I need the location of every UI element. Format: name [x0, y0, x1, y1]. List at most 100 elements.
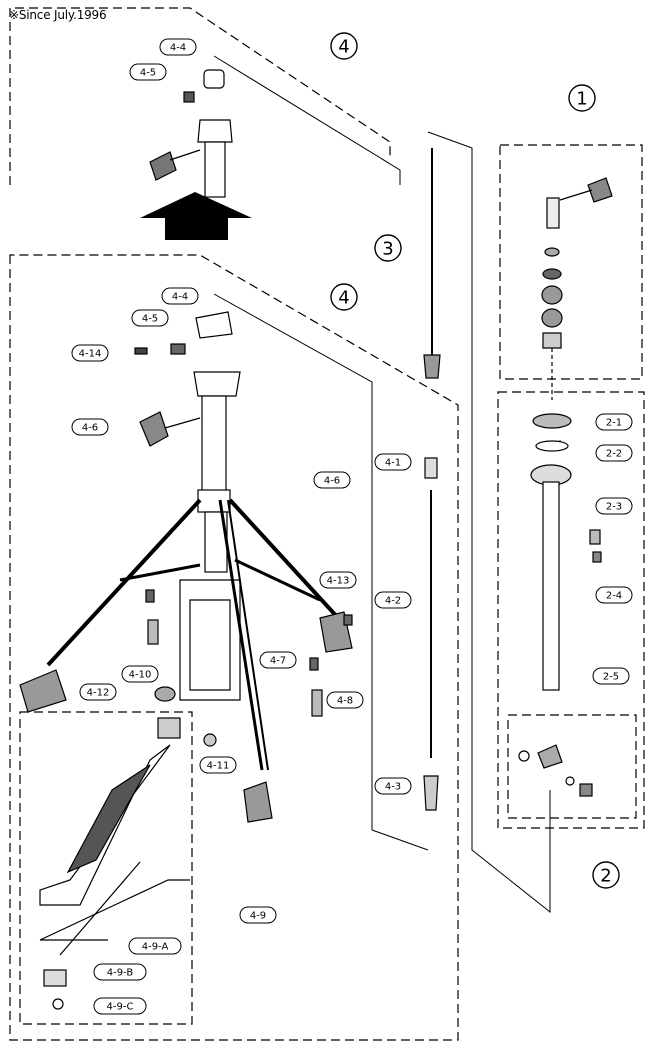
part-label-text: 4-11 — [207, 761, 230, 772]
main-stand — [19, 311, 353, 823]
assembly-number-text: 3 — [382, 239, 393, 260]
assembly-number-text: 1 — [576, 89, 587, 110]
part-label-pill — [79, 683, 117, 701]
assembly-1-parts — [541, 177, 613, 400]
assembly-number-4a: 4 — [330, 32, 358, 60]
part-label-p4-11: 4-11 — [199, 756, 237, 774]
part-label-p4-3: 4-3 — [374, 777, 412, 795]
pull-rod — [423, 148, 441, 811]
part-label-text: 4-1 — [385, 458, 401, 469]
assembly-number-2: 2 — [592, 861, 620, 889]
part-label-text: 4-9-A — [142, 942, 169, 953]
part-label-p2-3: 2-3 — [595, 497, 633, 515]
part-label-pill — [129, 63, 167, 81]
clutch-box — [507, 714, 637, 819]
part-label-p4-4b: 4-4 — [161, 287, 199, 305]
part-label-p2-4: 2-4 — [595, 586, 633, 604]
part-label-pill — [239, 906, 277, 924]
assembly-2-box — [497, 391, 645, 829]
part-label-pill — [595, 497, 633, 515]
part-labels: 4-44-54-44-54-144-64-64-134-74-84-104-11… — [71, 32, 633, 1015]
part-label-p4-12: 4-12 — [79, 683, 117, 701]
part-label-text: 4-5 — [140, 68, 156, 79]
part-label-pill — [259, 651, 297, 669]
part-label-p4-14: 4-14 — [71, 344, 109, 362]
assembly-number-circle — [568, 84, 596, 112]
part-label-text: 4-10 — [129, 670, 152, 681]
part-label-text: 4-9 — [250, 911, 266, 922]
assembly-number-text: 2 — [600, 866, 611, 887]
part-label-p4-10: 4-10 — [121, 665, 159, 683]
part-label-text: 4-7 — [270, 656, 286, 667]
part-label-pill — [93, 997, 147, 1015]
part-label-pill — [93, 963, 147, 981]
part-label-pill — [595, 444, 633, 462]
part-label-text: 4-4 — [170, 43, 186, 54]
assembly-number-circle — [330, 283, 358, 311]
up-arrow — [140, 192, 252, 240]
part-label-pill — [313, 471, 351, 489]
part-label-p4-6b: 4-6 — [313, 471, 351, 489]
pedal — [39, 717, 190, 1010]
part-label-pill — [592, 667, 630, 685]
part-label-text: 4-5 — [142, 314, 158, 325]
assembly-number-text: 4 — [338, 37, 349, 58]
part-label-pill — [71, 418, 109, 436]
part-label-pill — [159, 38, 197, 56]
top-parts — [149, 69, 233, 198]
part-label-pill — [71, 344, 109, 362]
assembly-number-circle — [592, 861, 620, 889]
part-label-pill — [121, 665, 159, 683]
part-label-text: 4-6 — [82, 423, 98, 434]
part-label-p4-9-C: 4-9-C — [93, 997, 147, 1015]
part-label-text: 4-6 — [324, 476, 340, 487]
part-label-pill — [128, 937, 182, 955]
part-label-pill — [374, 777, 412, 795]
part-label-pill — [374, 591, 412, 609]
part-label-text: 4-4 — [172, 292, 188, 303]
part-label-p4-9-B: 4-9-B — [93, 963, 147, 981]
part-label-pill — [595, 586, 633, 604]
part-label-pill — [374, 453, 412, 471]
part-label-p4-8: 4-8 — [326, 691, 364, 709]
part-label-p2-2: 2-2 — [595, 444, 633, 462]
part-label-text: 4-3 — [385, 782, 401, 793]
since-date-note: ※Since July.1996 — [9, 8, 107, 22]
part-label-p4-7: 4-7 — [259, 651, 297, 669]
part-label-pill — [161, 287, 199, 305]
part-label-pill — [595, 413, 633, 431]
part-label-text: 4-9-B — [107, 968, 134, 979]
assembly-2-parts — [518, 413, 602, 797]
assembly-number-1: 1 — [568, 84, 596, 112]
pedal-box — [19, 711, 193, 1025]
part-label-pill — [326, 691, 364, 709]
part-label-pill — [131, 309, 169, 327]
part-label-text: 4-14 — [79, 349, 102, 360]
part-label-p4-9: 4-9 — [239, 906, 277, 924]
part-label-p4-9-A: 4-9-A — [128, 937, 182, 955]
part-label-text: 2-5 — [603, 672, 619, 683]
assembly-number-text: 4 — [338, 288, 349, 309]
part-label-text: 2-3 — [606, 502, 622, 513]
part-label-pill — [319, 571, 357, 589]
part-label-text: 4-12 — [87, 688, 110, 699]
part-label-p2-1: 2-1 — [595, 413, 633, 431]
part-label-p4-4a: 4-4 — [159, 38, 197, 56]
part-label-text: 2-1 — [606, 418, 622, 429]
assembly-number-circle — [374, 234, 402, 262]
assembly-number-3: 3 — [374, 234, 402, 262]
top-assembly-box — [9, 7, 391, 185]
part-label-p4-13: 4-13 — [319, 571, 357, 589]
assembly-number-4b: 4 — [330, 283, 358, 311]
part-label-text: 4-8 — [337, 696, 353, 707]
part-label-pill — [199, 756, 237, 774]
part-label-text: 2-4 — [606, 591, 622, 602]
part-label-p4-1: 4-1 — [374, 453, 412, 471]
group-boxes — [9, 7, 645, 1041]
part-label-p4-5a: 4-5 — [129, 63, 167, 81]
part-label-text: 4-9-C — [107, 1002, 134, 1013]
assembly-1-box — [499, 144, 643, 380]
part-label-p2-5: 2-5 — [592, 667, 630, 685]
part-label-p4-6a: 4-6 — [71, 418, 109, 436]
